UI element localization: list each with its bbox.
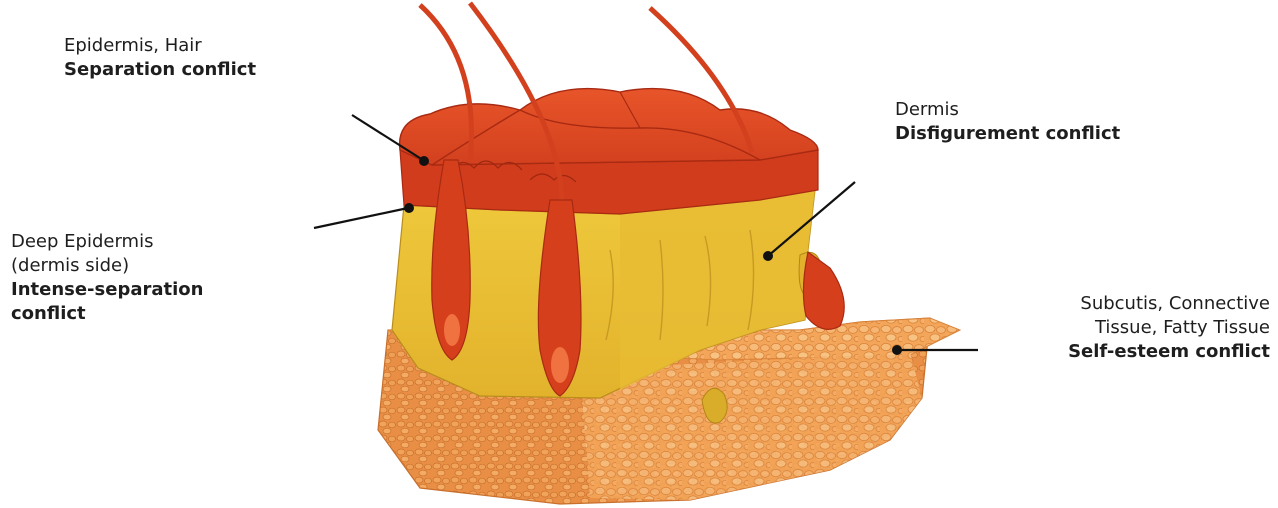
gland-right bbox=[803, 252, 844, 329]
label-subcutis-name: Subcutis, Connective bbox=[1030, 292, 1270, 316]
label-deep-epidermis-conflict-2: conflict bbox=[11, 302, 271, 326]
label-epidermis-name: Epidermis, Hair bbox=[64, 34, 256, 58]
leader-deep-epidermis bbox=[314, 203, 414, 228]
label-dermis-conflict: Disfigurement conflict bbox=[895, 122, 1120, 146]
label-epidermis: Epidermis, Hair Separation conflict bbox=[64, 34, 256, 82]
label-epidermis-conflict: Separation conflict bbox=[64, 58, 256, 82]
label-deep-epidermis-conflict: Intense-separation bbox=[11, 278, 271, 302]
label-deep-epidermis: Deep Epidermis (dermis side) Intense-sep… bbox=[11, 230, 271, 326]
label-subcutis-conflict: Self-esteem conflict bbox=[1030, 340, 1270, 364]
label-subcutis-name-2: Tissue, Fatty Tissue bbox=[1030, 316, 1270, 340]
label-deep-epidermis-sub: (dermis side) bbox=[11, 254, 271, 278]
label-deep-epidermis-name: Deep Epidermis bbox=[11, 230, 271, 254]
label-dermis-name: Dermis bbox=[895, 98, 1120, 122]
label-dermis: Dermis Disfigurement conflict bbox=[895, 98, 1120, 146]
label-subcutis: Subcutis, Connective Tissue, Fatty Tissu… bbox=[1030, 292, 1270, 364]
